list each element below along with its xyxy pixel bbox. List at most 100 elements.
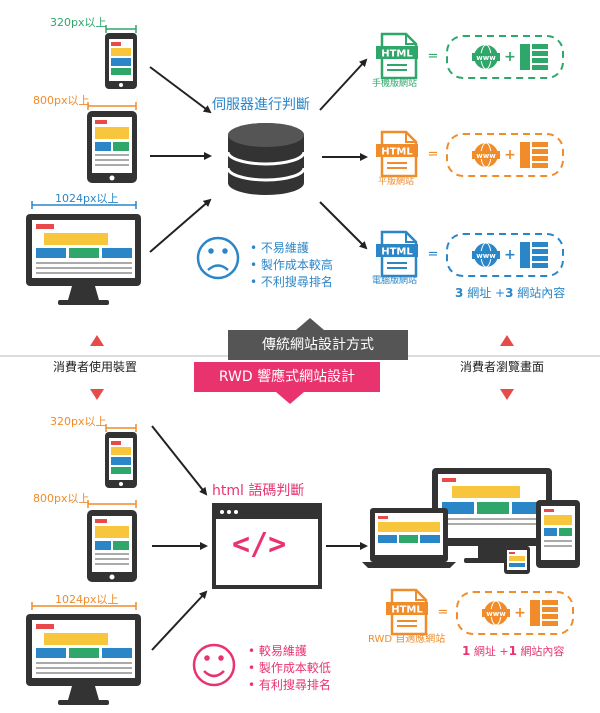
rwd-total: 1 網址 +1 網站內容 [462, 645, 564, 657]
equals-sign: = [428, 49, 439, 64]
tablet-device-bottom [87, 510, 137, 582]
down-triangle [276, 392, 304, 404]
url-count-label: 網址 [467, 286, 492, 300]
consumer-device-label: 消費者使用裝置 [53, 360, 138, 374]
traditional-outputs: HTML=www+HTML=www+HTML=www+ [376, 32, 564, 278]
arrow-desktop-to-server [149, 198, 212, 253]
url-count: 3 [455, 286, 464, 300]
tablet-width-ruler-bottom [87, 500, 137, 508]
html-file-icon: HTML [376, 32, 418, 80]
content-count-label: 網站內容 [520, 645, 565, 658]
rwd-pros-list: 較易維護 製作成本較低 有利搜尋排名 [248, 643, 331, 694]
dashed-result-box [446, 35, 564, 79]
html-file-label: HTML [381, 147, 413, 158]
desktop-monitor-bottom [26, 614, 141, 705]
plus-sign: + [504, 147, 516, 163]
phone-device-bottom [105, 432, 137, 488]
consumer-view-label: 消費者瀏覽畫面 [460, 360, 545, 374]
www-globe-icon: www [472, 142, 500, 168]
tablet-site-label: 平版網站 [378, 177, 415, 187]
desktop-width-label-bottom: 1024px以上 [55, 593, 119, 606]
www-label: www [476, 54, 496, 62]
traditional-banner-bg [228, 330, 408, 360]
tablet-width-ruler-top [87, 102, 137, 110]
rwd-banner-bg [194, 362, 380, 392]
desktop-width-label-top: 1024px以上 [55, 192, 119, 205]
pro-item: 有利搜尋排名 [248, 677, 331, 694]
content-count: 1 [508, 644, 517, 658]
arrow-desktop-to-html [151, 590, 208, 651]
www-globe-icon: www [472, 44, 500, 70]
page-layout-icon [520, 242, 548, 268]
pro-item: 較易維護 [248, 643, 331, 660]
arrow-server-to-desktop [319, 201, 368, 250]
plus-sign: + [514, 605, 526, 621]
arrow-phone-to-html [151, 425, 208, 496]
page-layout-icon [520, 142, 548, 168]
content-count: 3 [505, 286, 514, 300]
pro-item: 製作成本較低 [248, 660, 331, 677]
happy-face-icon [192, 643, 236, 687]
arrow-server-to-mobile [319, 58, 368, 111]
con-item: 不利搜尋排名 [250, 274, 333, 291]
www-globe-icon: www [472, 242, 500, 268]
multi-device-group-icon [362, 468, 580, 574]
con-item: 不易維護 [250, 240, 333, 257]
desktop-width-ruler-top [31, 201, 137, 209]
right-updown-arrow [500, 335, 514, 400]
html-file-label: HTML [381, 247, 413, 258]
phone-width-ruler-bottom [105, 424, 137, 432]
output-row-2: HTML = www + [376, 130, 564, 178]
phone-width-ruler-top [105, 25, 137, 33]
con-item: 製作成本較高 [250, 257, 333, 274]
server-icon [226, 123, 306, 195]
rwd-output: HTML = www+ [386, 588, 574, 636]
dashed-result-box [456, 591, 574, 635]
plus-sign: + [499, 645, 509, 658]
traditional-design-banner: 傳統網站設計方式 [262, 337, 374, 353]
phone-device-top [105, 33, 137, 89]
code-browser-window-icon [212, 503, 322, 589]
plus-sign: + [504, 49, 516, 65]
output-row-3: HTML = www+ [376, 230, 564, 278]
tablet-device-top [87, 111, 137, 183]
arrow-phone-to-server [149, 66, 212, 114]
code-glyph: </> [232, 527, 287, 562]
server-judgement-label: 伺服器進行判斷 [212, 97, 310, 113]
desktop-monitor-top [26, 214, 141, 305]
html-judgement-label: html 語碼判斷 [212, 483, 305, 499]
phone-width-label-bottom: 320px以上 [50, 415, 107, 428]
traditional-cons-list: 不易維護 製作成本較高 不利搜尋排名 [250, 240, 333, 291]
up-triangle [296, 318, 324, 330]
tablet-width-label-bottom: 800px以上 [33, 492, 90, 505]
equals-sign: = [428, 147, 439, 162]
tablet-width-label-top: 800px以上 [33, 94, 90, 107]
desktop-width-ruler-bottom [31, 602, 137, 610]
html-file-icon: HTML [376, 230, 418, 278]
url-count: 1 [462, 644, 471, 658]
html-file-icon: HTML [376, 130, 418, 178]
page-layout-icon [530, 600, 558, 626]
plus-sign: + [495, 286, 506, 300]
traditional-total: 3 網址 +3 網站內容 [455, 287, 565, 299]
www-globe-icon: www [482, 600, 510, 626]
equals-sign: = [438, 605, 449, 620]
output-row-1: HTML = www + [376, 32, 564, 80]
html-file-label: HTML [381, 49, 413, 60]
rwd-site-label: RWD 自適應網站 [368, 634, 446, 645]
mobile-site-label: 手機版網站 [372, 79, 418, 89]
phone-width-label-top: 320px以上 [50, 16, 107, 29]
left-updown-arrow [90, 335, 104, 400]
dashed-result-box [446, 233, 564, 277]
sad-face-icon [196, 236, 240, 280]
plus-sign: + [504, 247, 516, 263]
dashed-result-box [446, 133, 564, 177]
www-label: www [476, 152, 496, 160]
equals-sign: = [428, 247, 439, 262]
url-count-label: 網址 [473, 645, 496, 658]
html-file-icon: HTML [386, 588, 428, 636]
page-layout-icon [520, 44, 548, 70]
desktop-site-label: 電腦版網站 [372, 276, 418, 286]
